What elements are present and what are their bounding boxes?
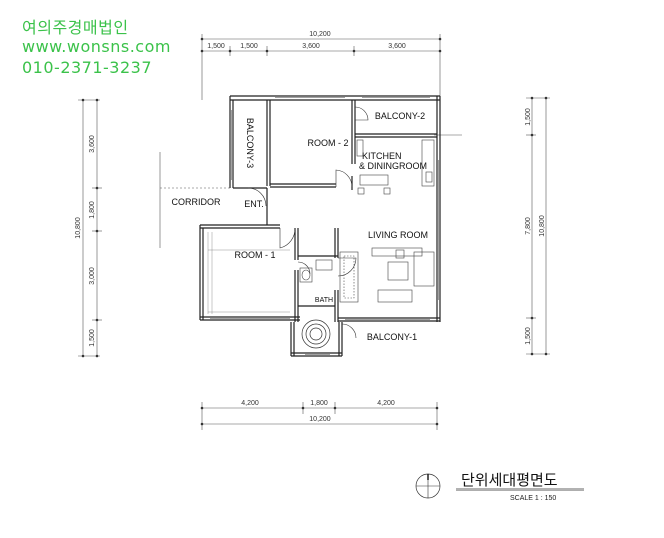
dim-top-seg-2: 1,500 [240,43,258,50]
living-furniture [339,247,435,303]
round-tub [301,319,331,349]
label-living-room: LIVING ROOM [368,230,428,240]
dim-bottom-seg-1: 4,200 [241,400,259,407]
drawing-title: 단위세대평면도 [461,471,558,489]
dim-bottom-seg-3: 4,200 [377,400,395,407]
label-corridor: CORRIDOR [172,197,221,207]
walls [199,95,441,357]
watermark-website: www.wonsns.com [22,37,171,56]
dim-right-seg-3: 1,500 [525,327,532,345]
dim-left-seg-4: 1,500 [89,329,96,347]
label-room-2: ROOM - 2 [307,138,348,148]
label-bath: BATH [315,297,333,304]
label-entrance: ENT. [244,199,264,209]
label-room-1: ROOM - 1 [234,250,275,260]
label-balcony-2: BALCONY-2 [375,111,425,121]
room1-hatch [207,232,290,314]
watermark-phone: 010-2371-3237 [22,58,153,77]
windows [210,97,439,355]
label-kitchen-2: & DININGROOM [359,161,427,171]
dim-top-total: 10,200 [309,31,331,38]
dim-top-seg-1: 1,500 [207,43,225,50]
label-balcony-1: BALCONY-1 [367,332,417,342]
dim-left-seg-2: 1,800 [89,201,96,219]
title-block [415,473,584,499]
dim-right-seg-2: 7,800 [525,217,532,235]
dim-left-total: 10,800 [75,217,82,239]
kitchen-fixtures [356,139,435,195]
bath-fixtures [299,259,333,283]
dim-top-seg-4: 3,600 [388,43,406,50]
dimension-lines [78,34,550,430]
dim-right-seg-1: 1,500 [525,108,532,126]
watermark-company: 여의주경매법인 [22,18,129,37]
dim-bottom-seg-2: 1,800 [310,400,328,407]
doors [247,106,369,339]
dim-left-seg-1: 3,600 [89,135,96,153]
dim-left-seg-3: 3,000 [89,267,96,285]
dim-right-total: 10,800 [539,215,546,237]
label-kitchen-1: KITCHEN [362,151,402,161]
label-balcony-3: BALCONY-3 [245,118,255,168]
dim-top-seg-3: 3,600 [302,43,320,50]
dimension-ticks [81,37,548,426]
dim-bottom-total: 10,200 [309,416,331,423]
drawing-scale: SCALE 1 : 150 [510,495,556,502]
